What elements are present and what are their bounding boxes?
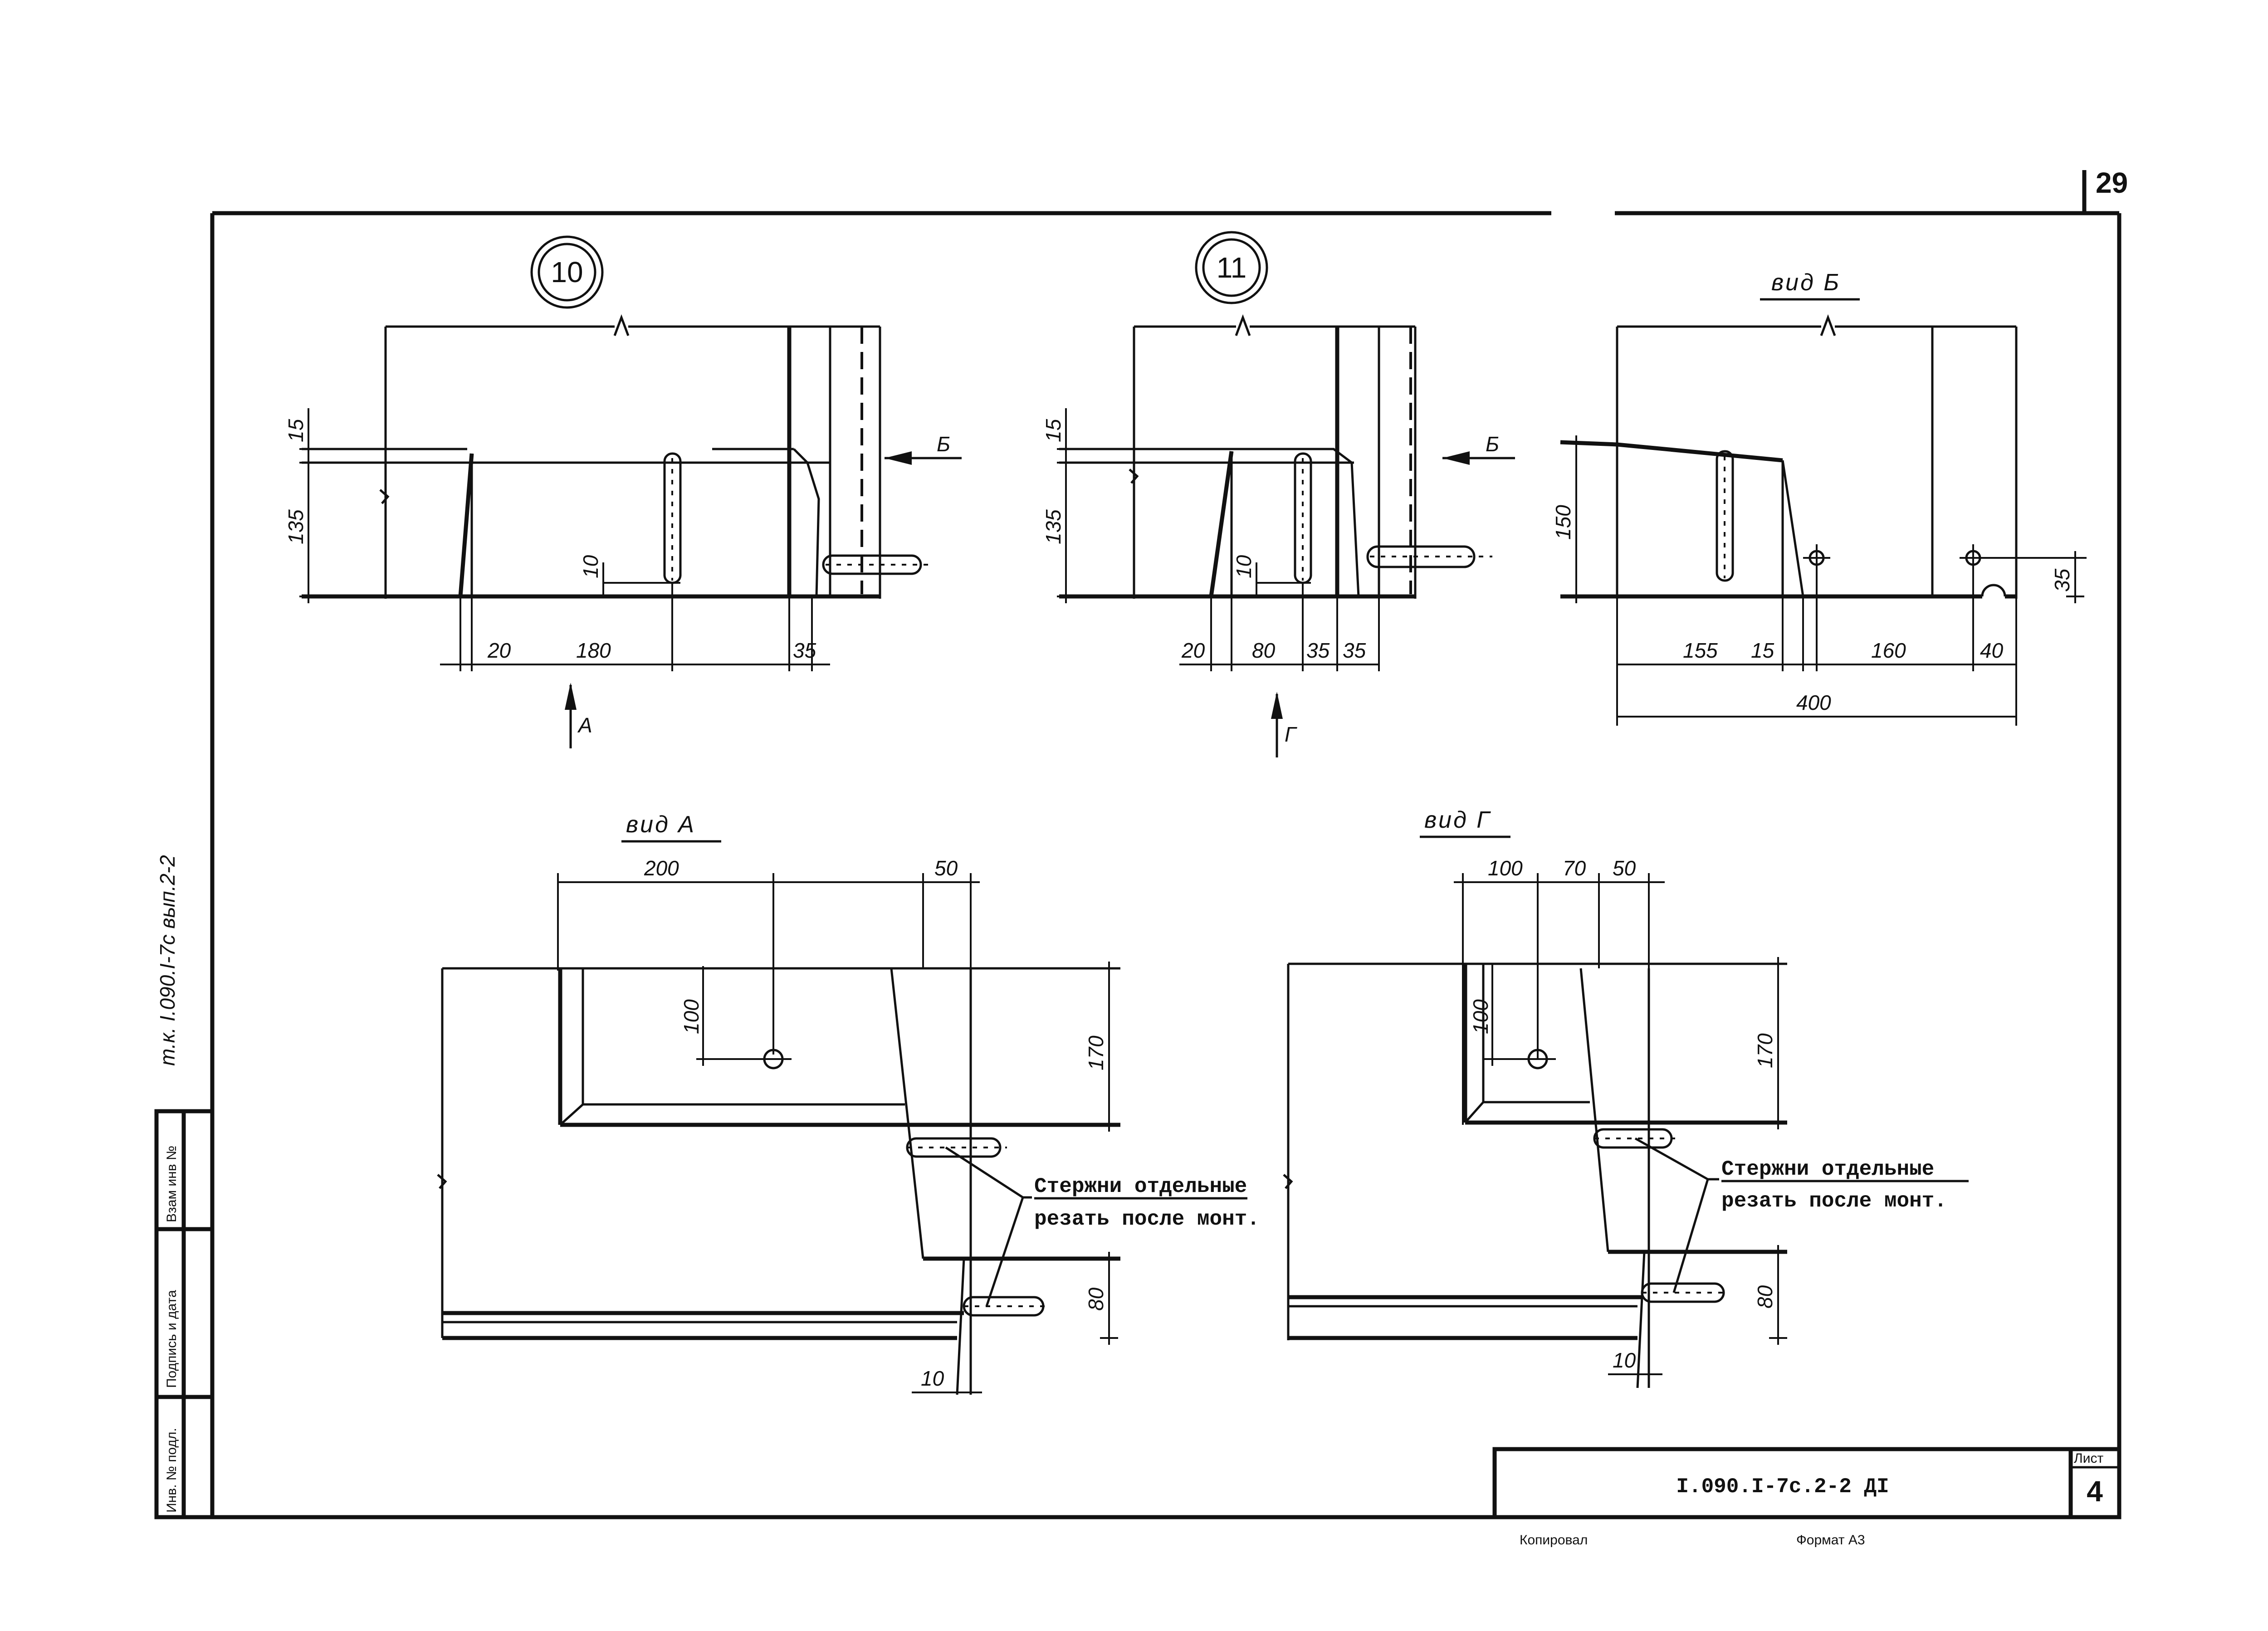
note-g-line2: резать после монт. <box>1721 1189 1947 1213</box>
view-b-title: вид Б <box>1771 269 1841 296</box>
view-a-dim-50: 50 <box>934 856 958 880</box>
detail-11-dim-80: 80 <box>1252 639 1276 662</box>
view-g-title: вид Г <box>1424 807 1491 833</box>
detail-10-number: 10 <box>551 256 583 288</box>
view-b-dim-155: 155 <box>1683 639 1718 662</box>
view-b-dim-160: 160 <box>1871 639 1906 662</box>
view-b: вид Б 150 35 155 <box>1551 269 2087 726</box>
detail-11-dim-15: 15 <box>1041 419 1065 442</box>
view-a-title: вид А <box>626 811 696 838</box>
view-g-dim-10: 10 <box>1613 1348 1636 1372</box>
page-number: 29 <box>2096 166 2128 199</box>
view-a-dim-200: 200 <box>644 856 679 880</box>
detail-10-dim-15: 15 <box>284 419 308 442</box>
detail-11-callout: 11 <box>1195 231 1268 304</box>
detail-10-callout: 10 <box>530 235 604 309</box>
footer-format: Формат А3 <box>1796 1533 1865 1548</box>
view-g-dim-50: 50 <box>1613 856 1636 880</box>
view-g-dim-80: 80 <box>1753 1285 1777 1309</box>
detail-11-dim-10: 10 <box>1232 555 1256 578</box>
sheet-label: Лист <box>2074 1451 2103 1466</box>
view-g-dim-70: 70 <box>1563 856 1586 880</box>
view-b-dim-35: 35 <box>2050 568 2074 592</box>
note-a-line1: Стержни отдельные <box>1034 1175 1247 1198</box>
view-g: вид Г 100 70 50 100 170 <box>1283 807 1969 1388</box>
stamp-inv: Инв. № подл. <box>164 1428 179 1513</box>
detail-11-dim-35b: 35 <box>1343 639 1366 662</box>
detail-10-dim-180: 180 <box>576 639 611 662</box>
view-b-dim-150: 150 <box>1551 505 1575 540</box>
sheet-number: 4 <box>2087 1475 2103 1508</box>
left-stamp: Взам инв № Подпись и дата Инв. № подл. <box>154 1109 215 1519</box>
stamp-vzam: Взам инв № <box>164 1146 179 1222</box>
view-b-dim-40: 40 <box>1980 639 2004 662</box>
side-designation: т.к. I.090.I-7с вып.2-2 <box>156 855 179 1066</box>
arrow-a-label: А <box>577 713 592 737</box>
detail-11-number: 11 <box>1217 251 1246 284</box>
detail-10: 10 Б 15 135 <box>284 235 962 748</box>
view-a-dim-80: 80 <box>1084 1287 1108 1311</box>
view-b-dim-400: 400 <box>1796 691 1831 714</box>
view-g-dim-100a: 100 <box>1488 856 1523 880</box>
view-a-dim-100: 100 <box>679 999 703 1034</box>
note-g-line1: Стержни отдельные <box>1721 1157 1934 1181</box>
detail-11-dim-135: 135 <box>1041 509 1065 544</box>
note-a-line2: резать после монт. <box>1034 1207 1260 1231</box>
view-a-dim-10: 10 <box>921 1367 944 1390</box>
detail-11-dim-35a: 35 <box>1306 639 1330 662</box>
stamp-podpis: Подпись и дата <box>164 1290 179 1388</box>
view-a: вид А 200 50 100 170 <box>437 811 1260 1395</box>
title-block: I.090.I-7с.2-2 ДI Лист 4 <box>1492 1447 2121 1519</box>
detail-11: 11 Б 15 135 10 <box>1041 231 1515 757</box>
view-g-dim-170: 170 <box>1753 1033 1777 1068</box>
detail-11-dim-20: 20 <box>1181 639 1205 662</box>
arrow-g-label: Г <box>1285 723 1297 746</box>
view-a-dim-170: 170 <box>1084 1035 1108 1070</box>
detail-10-dim-35: 35 <box>793 639 816 662</box>
arrow-b-label-11: Б <box>1486 432 1499 456</box>
detail-10-dim-20: 20 <box>487 639 511 662</box>
arrow-b-label-10: Б <box>937 432 950 456</box>
footer-copied: Копировал <box>1520 1533 1588 1548</box>
view-g-dim-100b: 100 <box>1469 999 1492 1034</box>
detail-10-dim-135: 135 <box>284 509 308 544</box>
view-b-dim-15: 15 <box>1751 639 1774 662</box>
detail-10-dim-10: 10 <box>579 555 602 578</box>
title-code: I.090.I-7с.2-2 ДI <box>1676 1475 1889 1499</box>
